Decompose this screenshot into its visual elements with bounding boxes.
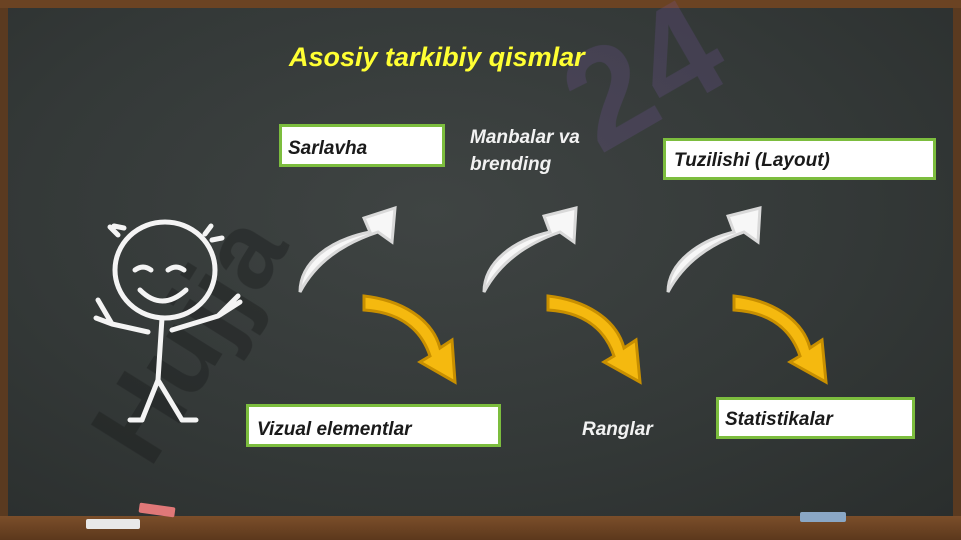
label-vizual: Vizual elementlar bbox=[257, 419, 412, 440]
label-statistikalar: Statistikalar bbox=[725, 409, 833, 430]
box-tuzilishi: Tuzilishi (Layout) bbox=[663, 138, 936, 180]
curved-arrow-up-icon-2 bbox=[482, 206, 578, 293]
eraser bbox=[800, 512, 846, 522]
label-tuzilishi: Tuzilishi (Layout) bbox=[674, 150, 830, 171]
curved-arrow-down-icon-2 bbox=[546, 294, 642, 385]
slide-title: Asosiy tarkibiy qismlar bbox=[289, 42, 585, 72]
curved-arrow-up-icon-3 bbox=[666, 206, 762, 293]
label-manbalar: Manbalar va brending bbox=[470, 124, 580, 178]
label-manbalar-line1: Manbalar va bbox=[470, 127, 580, 148]
label-ranglar: Ranglar bbox=[582, 419, 653, 440]
box-statistikalar: Statistikalar bbox=[716, 397, 915, 439]
label-manbalar-line2: brending bbox=[470, 154, 552, 175]
curved-arrow-up-icon bbox=[298, 205, 397, 293]
box-vizual: Vizual elementlar bbox=[246, 404, 501, 447]
curved-arrow-down-icon bbox=[362, 294, 457, 385]
frame-top bbox=[0, 0, 961, 8]
box-sarlavha: Sarlavha bbox=[279, 124, 445, 167]
label-sarlavha: Sarlavha bbox=[288, 138, 368, 159]
chalk-stick bbox=[86, 519, 140, 529]
curved-arrow-down-icon-3 bbox=[732, 294, 828, 385]
stick-figure-icon bbox=[93, 219, 243, 423]
